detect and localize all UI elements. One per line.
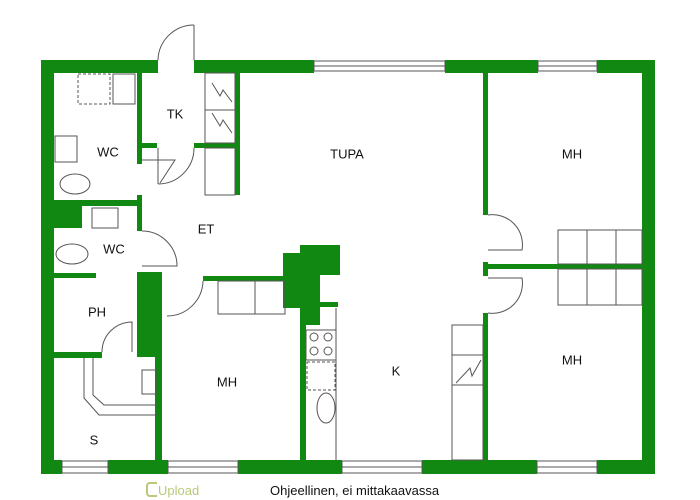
room-label-s: S <box>89 432 99 448</box>
room-label-mh: MH <box>216 374 238 390</box>
logo-text: Upload <box>158 483 200 498</box>
room-label-ph: PH <box>87 304 107 320</box>
room-label-k: K <box>391 363 401 379</box>
room-label-tk: TK <box>166 106 184 122</box>
room-label-tupa: TUPA <box>330 146 364 162</box>
walls <box>41 60 655 474</box>
room-label-mh: MH <box>561 146 583 162</box>
room-label-wc: WC <box>103 241 125 257</box>
room-label-wc: WC <box>97 144 119 160</box>
fixtures <box>54 24 643 474</box>
upload-logo: Upload <box>146 482 199 498</box>
room-label-mh: MH <box>561 352 583 368</box>
logo-icon <box>146 482 157 497</box>
disclaimer-caption: Ohjeellinen, ei mittakaavassa <box>270 483 440 498</box>
room-label-et: ET <box>197 221 215 237</box>
